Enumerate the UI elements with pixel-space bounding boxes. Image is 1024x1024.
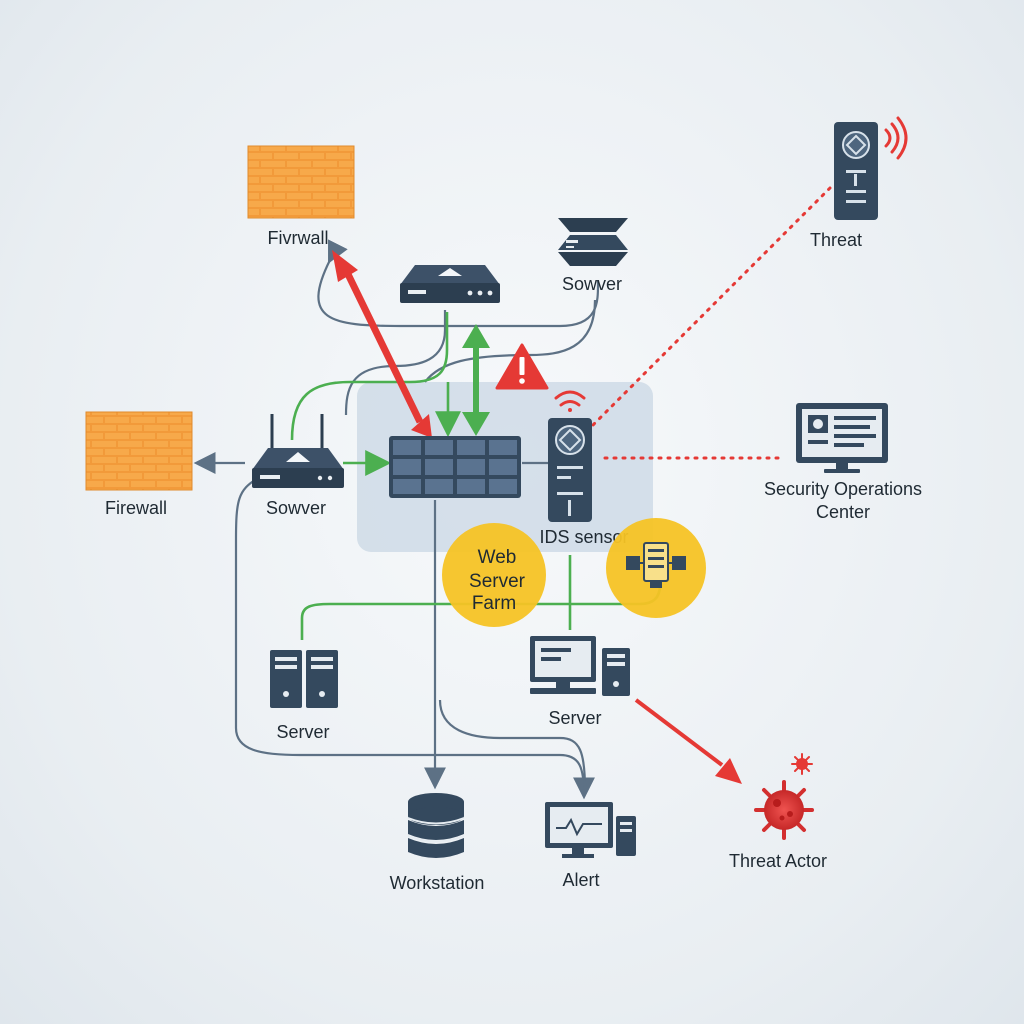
server-right[interactable]: Server bbox=[530, 636, 630, 728]
server-right-label: Server bbox=[548, 708, 601, 728]
alert-monitor-icon bbox=[545, 802, 636, 858]
server-left-label: Server bbox=[276, 722, 329, 742]
server-top-label: Sowver bbox=[562, 274, 622, 294]
server-top[interactable]: Sowver bbox=[558, 218, 628, 294]
firewall-icon bbox=[247, 145, 355, 219]
web-farm-line2: Server bbox=[469, 571, 526, 592]
soc-label-line1: Security Operations bbox=[764, 479, 922, 499]
server-cluster-icon bbox=[626, 542, 686, 588]
threat-actor-label: Threat Actor bbox=[729, 851, 827, 871]
desktop-server-icon bbox=[530, 636, 630, 696]
threat-tower[interactable]: Threat bbox=[810, 116, 908, 250]
ids-sensor-icon bbox=[548, 418, 592, 522]
link-threat-ids bbox=[588, 186, 832, 430]
link-router-left-down bbox=[234, 477, 595, 800]
router-top[interactable] bbox=[400, 265, 500, 303]
firewall-top[interactable]: Fivrwall bbox=[247, 145, 355, 248]
ids-sensor[interactable]: IDS sensor bbox=[539, 390, 629, 547]
signal-waves-icon bbox=[884, 116, 908, 160]
red-dotted-links bbox=[588, 186, 832, 460]
database-icon bbox=[407, 793, 465, 858]
router-icon bbox=[400, 265, 500, 303]
firewall-left-label: Firewall bbox=[105, 498, 167, 518]
warning-icon bbox=[495, 343, 549, 390]
threat-actor[interactable]: Threat Actor bbox=[729, 753, 827, 871]
link-switch-alert bbox=[438, 699, 587, 791]
web-server-farm[interactable]: Web Server Farm bbox=[442, 518, 706, 627]
web-farm-line3: Farm bbox=[472, 593, 516, 614]
green-double-arrow bbox=[462, 324, 490, 436]
switch-panel[interactable] bbox=[389, 436, 521, 498]
red-arrow-threat-actor bbox=[634, 698, 742, 784]
firewall-icon bbox=[85, 411, 193, 491]
tower-icon bbox=[834, 122, 878, 220]
soc-label-line2: Center bbox=[816, 502, 870, 522]
wifi-signal-icon bbox=[554, 390, 586, 412]
red-attack-arrow bbox=[332, 250, 432, 438]
ids-sensor-label: IDS sensor bbox=[539, 527, 628, 547]
alert-label: Alert bbox=[562, 870, 599, 890]
server-stack-icon bbox=[558, 218, 628, 266]
link-router-up-green bbox=[290, 312, 449, 441]
firewall-top-label: Fivrwall bbox=[268, 228, 329, 248]
switch-panel-icon bbox=[389, 436, 521, 498]
threat-tower-label: Threat bbox=[810, 230, 862, 250]
monitor-icon bbox=[796, 403, 888, 473]
router-left-label: Sowver bbox=[266, 498, 326, 518]
server-rack-icon bbox=[270, 650, 338, 708]
wireless-router-icon bbox=[252, 414, 344, 488]
server-left[interactable]: Server bbox=[270, 650, 338, 742]
web-farm-line1: Web bbox=[478, 547, 517, 568]
alert[interactable]: Alert bbox=[545, 802, 636, 890]
link-firewalltop-top bbox=[317, 239, 600, 328]
security-operations-center[interactable]: Security Operations Center bbox=[764, 403, 922, 522]
workstation-label: Workstation bbox=[390, 873, 485, 893]
web-farm-circle-left bbox=[442, 523, 546, 627]
router-left[interactable]: Sowver bbox=[252, 414, 344, 518]
workstation[interactable]: Workstation bbox=[390, 793, 485, 893]
virus-icon bbox=[754, 753, 814, 840]
firewall-left[interactable]: Firewall bbox=[85, 411, 193, 518]
